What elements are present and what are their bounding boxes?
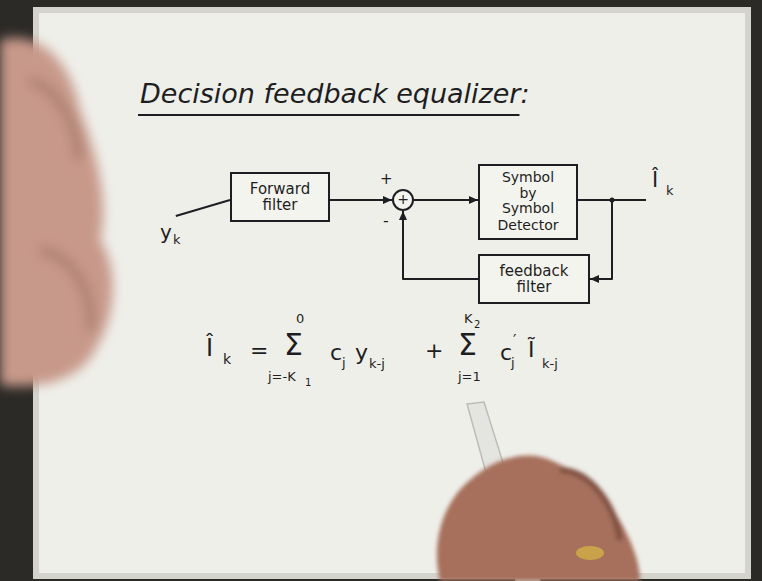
equation-symbol: + <box>425 340 443 362</box>
equation-symbol: Σ <box>284 330 303 360</box>
equation-symbol: k-j <box>369 357 385 370</box>
equation-symbol: k <box>223 352 231 366</box>
node-label: feedback filter <box>485 263 583 296</box>
equation-symbol: K <box>464 312 473 325</box>
feedback-filter-box: feedback filter <box>478 254 590 304</box>
node-label: Forward filter <box>237 181 323 214</box>
right-hand-with-pen <box>437 402 640 581</box>
summing-junction: + <box>392 189 414 211</box>
paper-sheet <box>36 10 748 576</box>
signal-connector <box>414 199 478 201</box>
equation-symbol: ′ <box>513 334 516 349</box>
equation-symbol: j=-K <box>268 370 296 383</box>
node-label: Symbol by Symbol <box>497 170 559 216</box>
equation-symbol: 2 <box>474 320 480 330</box>
equation-symbol: k <box>666 184 674 197</box>
detector-box: Symbol by SymbolDetector <box>478 164 578 240</box>
left-hand <box>0 38 113 386</box>
diagram-title: Decision feedback equalizer: <box>140 80 530 107</box>
equation-symbol: j <box>342 356 346 369</box>
equation-symbol: y <box>160 222 172 242</box>
signal-connector <box>330 199 392 201</box>
equation-symbol: k <box>173 233 181 246</box>
equation-symbol: k-j <box>542 357 558 370</box>
equation-symbol: - <box>383 213 389 229</box>
equation-symbol: c <box>500 342 512 364</box>
equation-symbol: y <box>355 342 368 364</box>
input-line <box>176 200 230 216</box>
equation-symbol: 0 <box>296 312 304 325</box>
equation-symbol: c <box>330 342 342 364</box>
equation-symbol: j <box>511 356 515 369</box>
title-underline <box>138 114 520 116</box>
forward-filter-box: Forward filter <box>230 172 330 222</box>
equation-symbol: Î <box>206 336 213 360</box>
equation-symbol: + <box>380 172 393 187</box>
equation-symbol: Ĩ <box>528 339 535 361</box>
equation-symbol: = <box>250 340 268 362</box>
node-label: + <box>397 192 409 207</box>
signal-connector <box>403 211 478 279</box>
equation-symbol: Σ <box>458 330 477 360</box>
junction-dot <box>610 198 615 203</box>
equation-symbol: j=1 <box>458 370 481 383</box>
equation-symbol: 1 <box>305 378 311 388</box>
node-sublabel: Detector <box>497 218 558 233</box>
equation-symbol: Î <box>652 170 658 191</box>
